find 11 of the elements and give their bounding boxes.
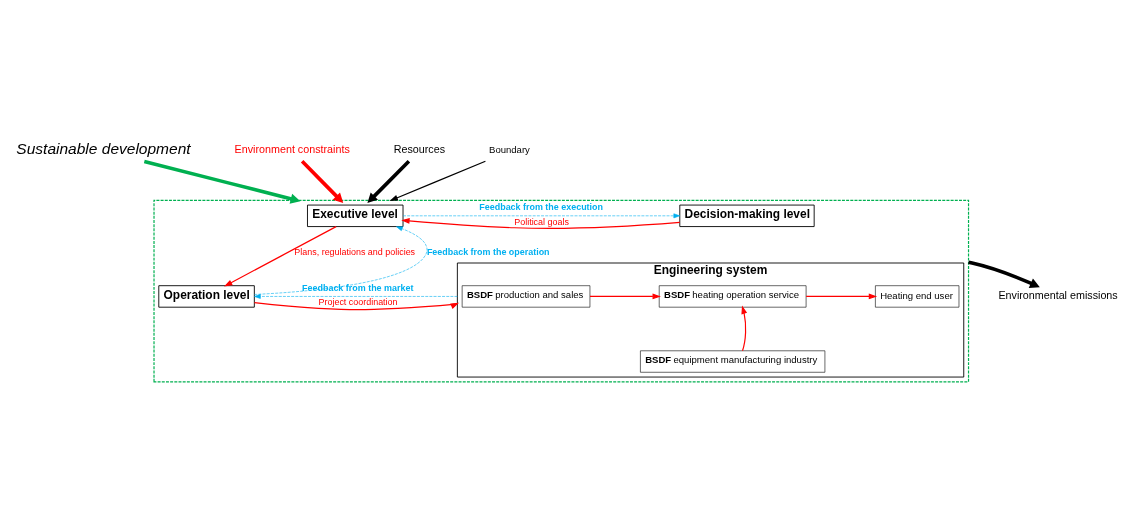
edge-label: Plans, regulations and policies xyxy=(294,247,416,258)
edge-label: Project coordination xyxy=(318,297,398,308)
node-text: Boundary xyxy=(489,143,530,155)
edge-label: Feedback from the execution xyxy=(479,202,603,213)
node-text: Environmental emissions xyxy=(998,289,1118,302)
edge-label: Feedback from the market xyxy=(302,283,414,294)
node-text: Environment constraints xyxy=(234,143,350,156)
edge-label: Political goals xyxy=(514,216,569,227)
node-text: Sustainable development xyxy=(16,139,191,157)
edge-label: Feedback from the operation xyxy=(426,246,550,257)
node-text: Resources xyxy=(393,143,446,156)
